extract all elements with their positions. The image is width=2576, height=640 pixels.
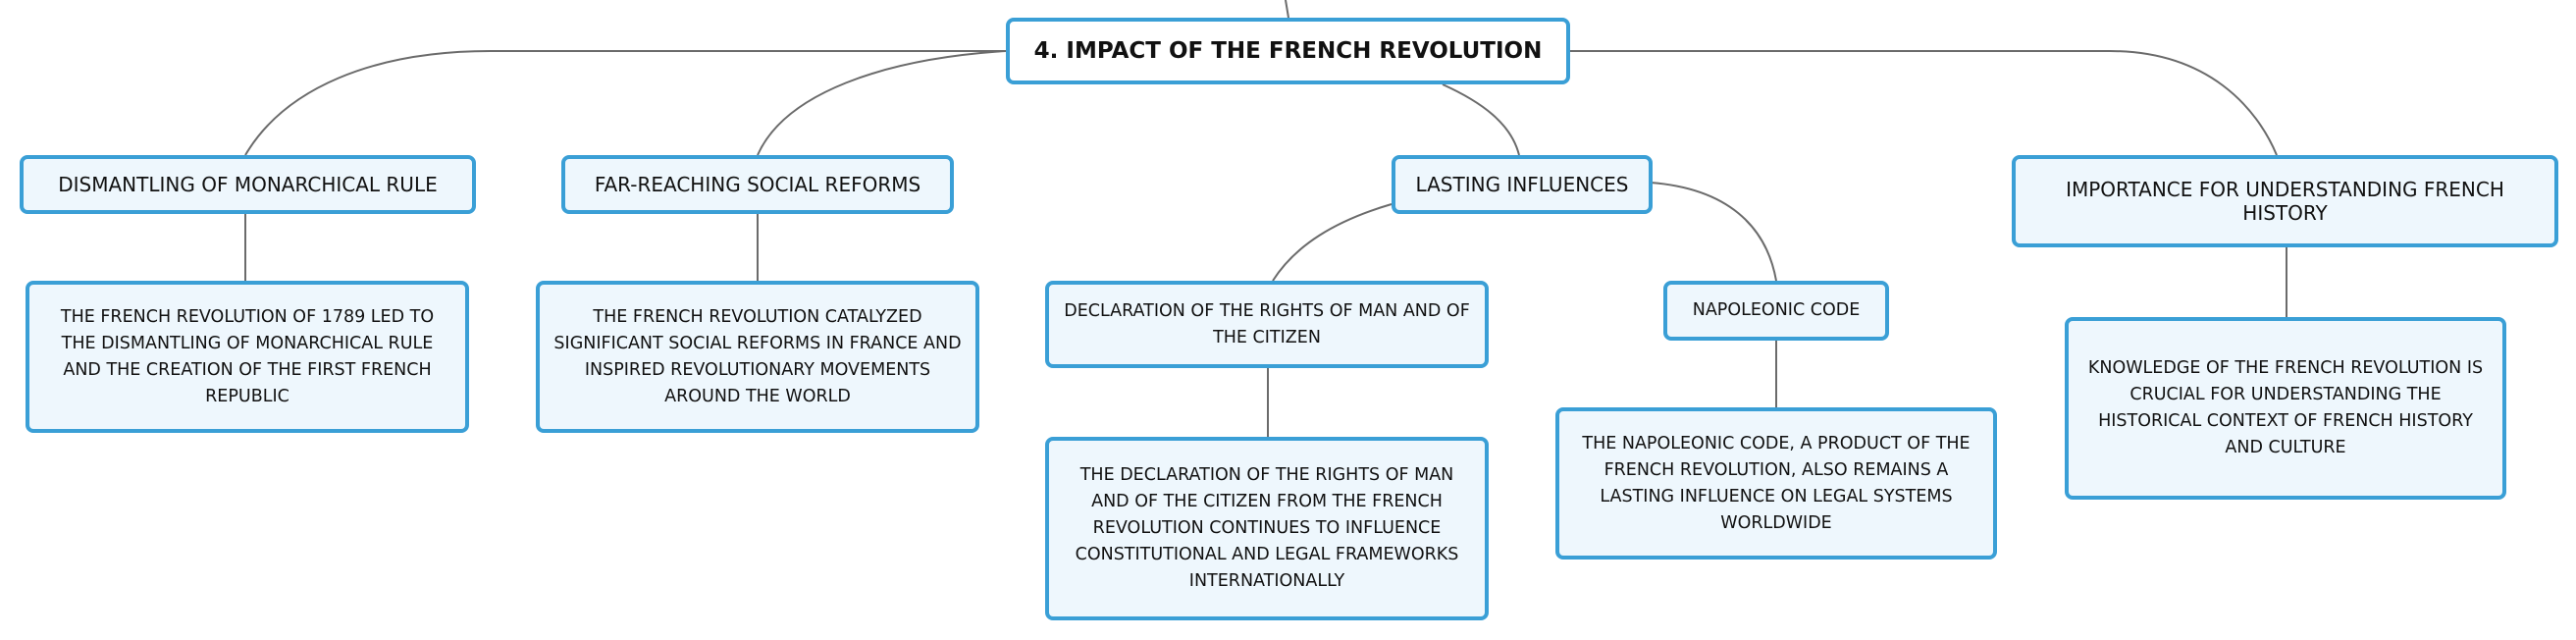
connector-central-to-social-reforms bbox=[757, 50, 1007, 156]
detail-text: THE NAPOLEONIC CODE, A PRODUCT OF THE FR… bbox=[1582, 433, 1971, 533]
connector-lasting-to-declaration bbox=[1272, 203, 1393, 282]
topic-dismantling-monarchical-rule[interactable]: DISMANTLING OF MONARCHICAL RULE bbox=[20, 155, 476, 214]
subtopic-declaration-of-rights[interactable]: DECLARATION OF THE RIGHTS OF MAN AND OF … bbox=[1045, 281, 1489, 368]
central-topic[interactable]: 4. IMPACT OF THE FRENCH REVOLUTION bbox=[1006, 18, 1570, 84]
detail-far-reaching-social-reforms[interactable]: THE FRENCH REVOLUTION CATALYZED SIGNIFIC… bbox=[536, 281, 979, 433]
detail-text: KNOWLEDGE OF THE FRENCH REVOLUTION IS CR… bbox=[2087, 358, 2484, 457]
topic-label: FAR-REACHING SOCIAL REFORMS bbox=[594, 173, 921, 196]
topic-far-reaching-social-reforms[interactable]: FAR-REACHING SOCIAL REFORMS bbox=[561, 155, 954, 214]
detail-declaration-of-rights[interactable]: THE DECLARATION OF THE RIGHTS OF MAN AND… bbox=[1045, 437, 1489, 620]
connector-central-to-lasting-influences bbox=[1442, 83, 1520, 156]
topic-importance-for-understanding[interactable]: IMPORTANCE FOR UNDERSTANDING FRENCH HIST… bbox=[2012, 155, 2558, 247]
detail-text: THE DECLARATION OF THE RIGHTS OF MAN AND… bbox=[1075, 465, 1459, 591]
subtopic-napoleonic-code[interactable]: NAPOLEONIC CODE bbox=[1663, 281, 1889, 341]
detail-text: THE FRENCH REVOLUTION OF 1789 LED TO THE… bbox=[60, 306, 435, 406]
topic-label: LASTING INFLUENCES bbox=[1415, 173, 1629, 196]
topic-lasting-influences[interactable]: LASTING INFLUENCES bbox=[1392, 155, 1653, 214]
topic-label: IMPORTANCE FOR UNDERSTANDING FRENCH HIST… bbox=[2066, 178, 2504, 225]
connector-parent-to-central bbox=[1285, 0, 1289, 19]
connector-lasting-to-napoleonic bbox=[1650, 182, 1777, 282]
detail-dismantling-monarchical-rule[interactable]: THE FRENCH REVOLUTION OF 1789 LED TO THE… bbox=[26, 281, 469, 433]
subtopic-label: DECLARATION OF THE RIGHTS OF MAN AND OF … bbox=[1064, 300, 1470, 347]
central-topic-label: 4. IMPACT OF THE FRENCH REVOLUTION bbox=[1033, 38, 1543, 64]
detail-text: THE FRENCH REVOLUTION CATALYZED SIGNIFIC… bbox=[553, 306, 962, 406]
detail-napoleonic-code[interactable]: THE NAPOLEONIC CODE, A PRODUCT OF THE FR… bbox=[1555, 407, 1997, 560]
subtopic-label: NAPOLEONIC CODE bbox=[1692, 300, 1861, 320]
topic-label: DISMANTLING OF MONARCHICAL RULE bbox=[58, 173, 438, 196]
connector-central-to-importance bbox=[1570, 50, 2278, 156]
detail-importance-for-understanding[interactable]: KNOWLEDGE OF THE FRENCH REVOLUTION IS CR… bbox=[2065, 317, 2506, 500]
connector-central-to-dismantling bbox=[244, 50, 1006, 156]
